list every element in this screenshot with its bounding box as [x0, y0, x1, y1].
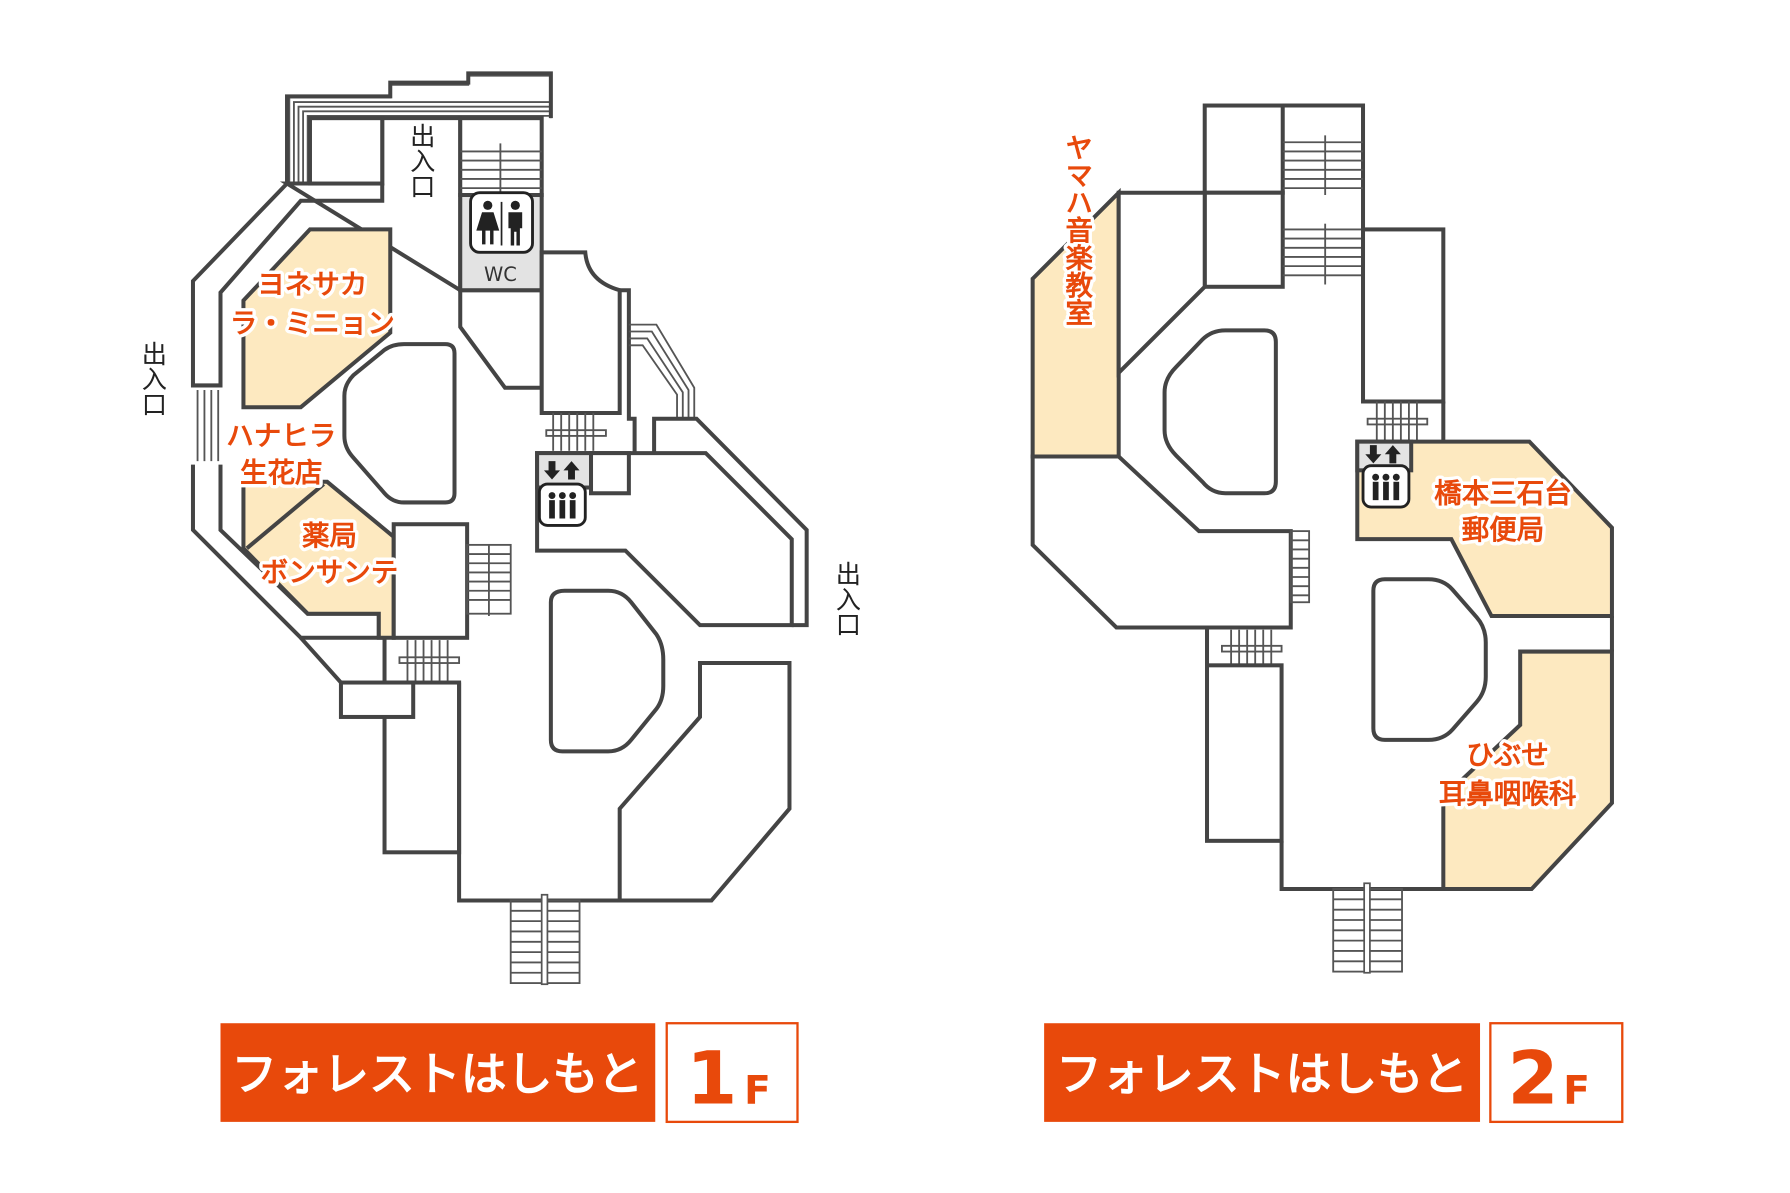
- shop-label-hibuse[interactable]: ひぶせ 耳鼻咽喉科: [1435, 736, 1580, 814]
- entrance-stair-left: [196, 390, 220, 462]
- wc-label: WC: [484, 263, 517, 286]
- wc-stairs: [460, 143, 542, 196]
- bottom-stairs-2f: [1332, 882, 1403, 974]
- svg-text:ヤマハ音楽教室: ヤマハ音楽教室: [1060, 133, 1093, 326]
- svg-text:出入口: 出入口: [407, 123, 436, 199]
- top-stair-bands: [285, 71, 553, 184]
- svg-text:薬局: 薬局: [302, 520, 357, 552]
- side-stairs-2f: [1289, 530, 1311, 604]
- side-stairs: [466, 543, 512, 617]
- restroom-icon: [469, 191, 534, 254]
- svg-text:出入口: 出入口: [138, 341, 167, 417]
- shop-area-yonesaka[interactable]: [241, 227, 393, 410]
- entrance-label-left: 出入口: [138, 341, 167, 417]
- lower-stairs: [398, 640, 461, 683]
- upper-stairs-2f: [1282, 135, 1364, 285]
- svg-text:耳鼻咽喉科: 耳鼻咽喉科: [1439, 778, 1577, 810]
- lower-left-stairs-2f: [1221, 629, 1283, 666]
- svg-text:ヨネサカ: ヨネサカ: [257, 269, 367, 301]
- shop-area-hibuse[interactable]: [1441, 649, 1614, 892]
- svg-text:ハナヒラ: ハナヒラ: [226, 420, 336, 452]
- svg-text:郵便局: 郵便局: [1462, 514, 1545, 546]
- svg-text:生花店: 生花店: [240, 457, 323, 489]
- shop-label-post-office[interactable]: 橋本三石台 郵便局: [1431, 474, 1575, 550]
- building-name: フォレストはしもと: [1056, 1047, 1468, 1101]
- floor-1f-plan: WC 出入口 出入口 出入口 ヨネサカ ラ・ミニョン: [138, 71, 861, 1124]
- elevator-icon: [1361, 464, 1411, 509]
- middle-stairs: [545, 412, 607, 451]
- entrance-label-top: 出入口: [407, 123, 436, 199]
- svg-text:橋本三石台: 橋本三石台: [1434, 477, 1572, 509]
- entrance-label-right: 出入口: [832, 561, 861, 637]
- bottom-stairs: [509, 893, 581, 986]
- svg-text:ボンサンテ: ボンサンテ: [261, 557, 399, 589]
- svg-text:出入口: 出入口: [832, 561, 861, 637]
- elevator-icon: [537, 482, 587, 527]
- svg-text:ひぶせ: ひぶせ: [1466, 739, 1549, 771]
- middle-stairs-2f: [1366, 401, 1429, 442]
- diagonal-stair-bands: [628, 323, 696, 419]
- building-name: フォレストはしもと: [231, 1047, 643, 1101]
- svg-text:ラ・ミニョン: ラ・ミニョン: [230, 308, 395, 340]
- shop-label-yamaha[interactable]: ヤマハ音楽教室: [1057, 130, 1097, 330]
- shop-label-hanahira[interactable]: ハナヒラ 生花店: [223, 417, 340, 493]
- shop-label-bonsante[interactable]: 薬局 ボンサンテ: [257, 516, 401, 592]
- shop-label-yonesaka[interactable]: ヨネサカ ラ・ミニョン: [226, 265, 398, 343]
- shop-area-post-office[interactable]: [1355, 439, 1614, 619]
